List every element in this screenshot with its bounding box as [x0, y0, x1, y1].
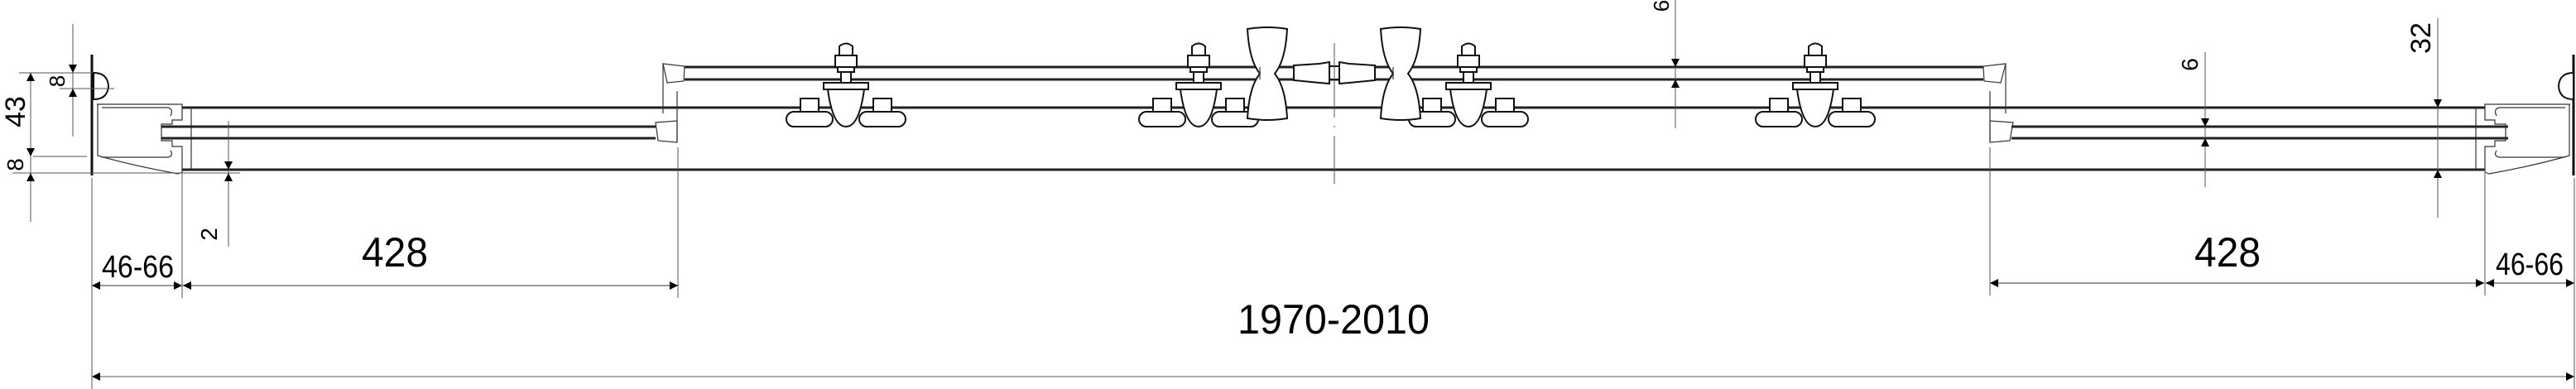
dim-right-6: 6 — [2177, 58, 2203, 71]
dim-left-top-8: 8 — [45, 75, 70, 87]
right-wall-profile — [2475, 71, 2574, 175]
dim-center-6: 6 — [1649, 0, 1674, 12]
roller-icon — [1408, 42, 1529, 127]
dim-right-32: 32 — [2405, 22, 2437, 54]
roller-icon — [786, 42, 906, 127]
right-door-gasket — [1982, 63, 2014, 143]
dim-right-wall-gap: 46-66 — [2496, 247, 2564, 282]
door-knob-icon — [1380, 26, 1421, 121]
dim-total-width: 1970-2010 — [1238, 296, 1430, 343]
door-knob-icon — [1247, 26, 1288, 121]
dim-left-bottom-8: 8 — [2, 158, 28, 171]
dim-left-43: 43 — [0, 96, 31, 127]
dim-left-panel: 428 — [362, 229, 428, 276]
roller-icon — [1755, 42, 1876, 127]
dim-right-panel: 428 — [2194, 229, 2261, 276]
dim-left-2: 2 — [196, 228, 222, 241]
left-wall-profile — [93, 71, 192, 175]
roller-icon — [1138, 42, 1259, 127]
left-door-gasket — [655, 63, 685, 143]
dim-left-wall-gap: 46-66 — [102, 250, 174, 285]
